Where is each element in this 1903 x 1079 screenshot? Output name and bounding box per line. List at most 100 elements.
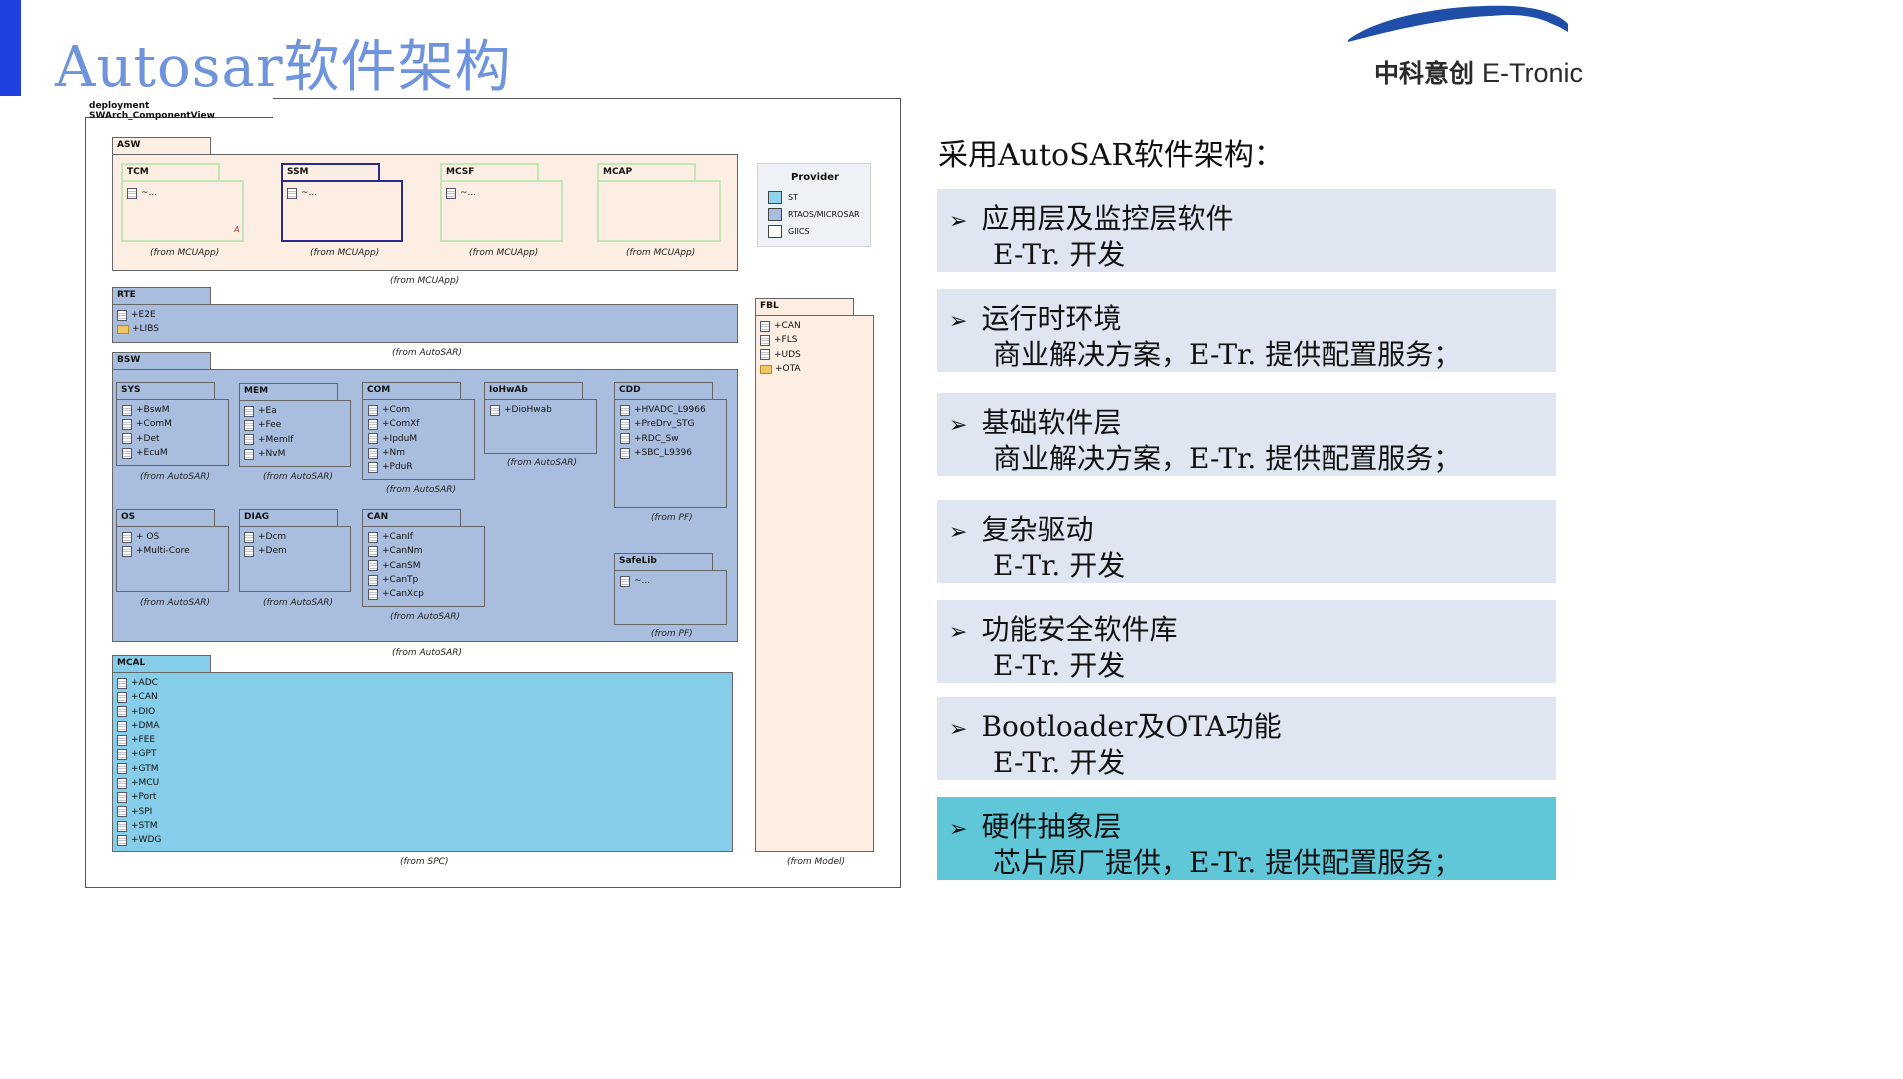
class-icon bbox=[368, 545, 378, 557]
iohwab-package bbox=[484, 399, 597, 454]
sys-items: +BswM +ComM +Det +EcuM bbox=[122, 403, 172, 460]
mcap-component bbox=[597, 180, 721, 242]
arrow-bullet-icon: ➢ bbox=[949, 520, 968, 545]
panel-item-bsw: ➢基础软件层 商业解决方案，E-Tr. 提供配置服务； bbox=[937, 393, 1556, 476]
mcsf-items: ~... bbox=[446, 186, 476, 200]
class-icon bbox=[620, 447, 630, 459]
class-icon bbox=[368, 447, 378, 459]
class-icon bbox=[620, 433, 630, 445]
cdd-from: (from PF) bbox=[651, 513, 693, 523]
class-icon bbox=[368, 433, 378, 445]
safelib-tab: SafeLib bbox=[614, 553, 713, 570]
panel-item-mcal: ➢硬件抽象层 芯片原厂提供，E-Tr. 提供配置服务； bbox=[937, 797, 1556, 880]
class-icon bbox=[287, 187, 297, 199]
provider-item-giics: GIICS bbox=[768, 225, 810, 238]
class-icon bbox=[446, 187, 456, 199]
panel-item-safelib: ➢功能安全软件库 E-Tr. 开发 bbox=[937, 600, 1556, 683]
class-icon bbox=[368, 574, 378, 586]
mcap-tab: MCAP bbox=[597, 163, 696, 180]
os-items: + OS +Multi-Core bbox=[122, 530, 190, 559]
color-swatch-icon bbox=[768, 208, 782, 221]
class-icon bbox=[122, 447, 132, 459]
os-tab: OS bbox=[116, 509, 215, 526]
class-icon bbox=[122, 404, 132, 416]
class-icon bbox=[244, 419, 254, 431]
class-icon bbox=[117, 720, 127, 732]
class-icon bbox=[122, 545, 132, 557]
class-icon bbox=[122, 433, 132, 445]
sys-tab: SYS bbox=[116, 382, 215, 399]
panel-item-asw: ➢应用层及监控层软件 E-Tr. 开发 bbox=[937, 189, 1556, 272]
accent-bar bbox=[0, 0, 21, 96]
mem-package bbox=[239, 400, 351, 467]
logo-cn: 中科意创 bbox=[1374, 60, 1475, 88]
class-icon bbox=[244, 405, 254, 417]
panel-item-cdd: ➢复杂驱动 E-Tr. 开发 bbox=[937, 500, 1556, 583]
logo-en: E-Tronic bbox=[1482, 58, 1584, 88]
mcsf-component bbox=[440, 180, 563, 242]
class-icon bbox=[368, 588, 378, 600]
page-title: Autosar软件架构 bbox=[55, 35, 512, 100]
class-icon bbox=[122, 418, 132, 430]
mcal-from: (from SPC) bbox=[400, 857, 449, 867]
mem-from: (from AutoSAR) bbox=[263, 472, 334, 482]
safelib-package bbox=[614, 570, 727, 625]
class-icon bbox=[368, 531, 378, 543]
diag-items: +Dcm +Dem bbox=[244, 530, 287, 559]
class-icon bbox=[244, 434, 254, 446]
arrow-bullet-icon: ➢ bbox=[949, 309, 968, 334]
provider-item-rtaos: RTAOS/MICROSAR bbox=[768, 208, 860, 221]
mcap-from: (from MCUApp) bbox=[626, 248, 696, 258]
arrow-bullet-icon: ➢ bbox=[949, 717, 968, 742]
sys-from: (from AutoSAR) bbox=[140, 472, 211, 482]
class-icon bbox=[490, 404, 500, 416]
diag-tab: DIAG bbox=[239, 509, 338, 526]
com-items: +Com +ComXf +IpduM +Nm +PduR bbox=[368, 403, 419, 474]
folder-icon bbox=[760, 364, 772, 374]
class-icon bbox=[244, 545, 254, 557]
com-package bbox=[362, 399, 475, 480]
color-swatch-icon bbox=[768, 191, 782, 204]
fbl-items: +CAN +FLS +UDS +OTA bbox=[760, 319, 801, 376]
mem-items: +Ea +Fee +MemIf +NvM bbox=[244, 404, 293, 461]
provider-title: Provider bbox=[791, 172, 839, 183]
ssm-tab: SSM bbox=[281, 163, 380, 180]
provider-legend: Provider ST RTAOS/MICROSAR GIICS bbox=[757, 163, 871, 247]
class-icon bbox=[117, 820, 127, 832]
tcm-component bbox=[121, 180, 244, 242]
rte-tab: RTE bbox=[112, 287, 211, 304]
arrow-bullet-icon: ➢ bbox=[949, 620, 968, 645]
mcal-items: +ADC +CAN +DIO +DMA +FEE +GPT +GTM +MCU … bbox=[117, 676, 161, 848]
safelib-items: ~... bbox=[620, 574, 650, 588]
arrow-bullet-icon: ➢ bbox=[949, 209, 968, 234]
class-icon bbox=[117, 309, 127, 321]
class-icon bbox=[620, 404, 630, 416]
class-icon bbox=[620, 575, 630, 587]
class-icon bbox=[760, 320, 770, 332]
fbl-tab: FBL bbox=[755, 298, 854, 315]
ssm-from: (from MCUApp) bbox=[310, 248, 380, 258]
class-icon bbox=[368, 418, 378, 430]
iohwab-items: +DioHwab bbox=[490, 403, 552, 417]
arrow-bullet-icon: ➢ bbox=[949, 817, 968, 842]
tcm-from: (from MCUApp) bbox=[150, 248, 220, 258]
fbl-from: (from Model) bbox=[787, 857, 846, 867]
ssm-component bbox=[281, 180, 403, 242]
tcm-mark: A bbox=[234, 225, 240, 234]
panel-item-rte: ➢运行时环境 商业解决方案，E-Tr. 提供配置服务； bbox=[937, 289, 1556, 372]
class-icon bbox=[117, 834, 127, 846]
class-icon bbox=[760, 349, 770, 361]
com-from: (from AutoSAR) bbox=[386, 485, 457, 495]
color-swatch-icon bbox=[768, 225, 782, 238]
mcal-package bbox=[112, 672, 733, 852]
cdd-items: +HVADC_L9966 +PreDrv_STG +RDC_Sw +SBC_L9… bbox=[620, 403, 706, 460]
class-icon bbox=[117, 677, 127, 689]
class-icon bbox=[127, 187, 137, 199]
asw-tab: ASW bbox=[112, 137, 211, 154]
tcm-tab: TCM bbox=[121, 163, 220, 180]
ssm-items: ~... bbox=[287, 186, 317, 200]
folder-icon bbox=[117, 324, 129, 334]
os-from: (from AutoSAR) bbox=[140, 598, 211, 608]
safelib-from: (from PF) bbox=[651, 629, 693, 639]
